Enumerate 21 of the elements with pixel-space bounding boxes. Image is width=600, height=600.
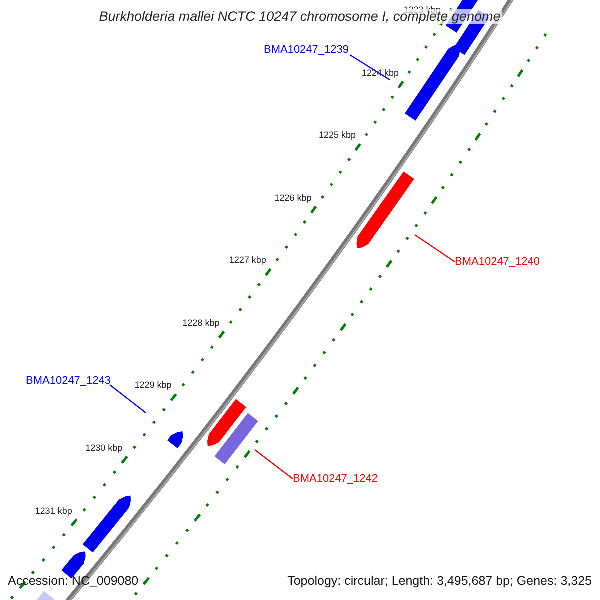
scale-label: 1231 kbp [35, 506, 72, 516]
leader-line [414, 234, 456, 262]
leader-line [110, 384, 146, 414]
gene-feature [214, 413, 258, 464]
scale-label: 1226 kbp [274, 192, 312, 203]
scale-label: 1230 kbp [86, 443, 123, 453]
scale-label: 1227 kbp [229, 255, 266, 266]
scale-label: 1229 kbp [134, 380, 172, 390]
gene-label: BMA10247_1242 [293, 473, 378, 485]
gene-feature [405, 44, 460, 121]
gene-feature [356, 172, 414, 249]
gene-label: BMA10247_1239 [264, 44, 349, 56]
gene-label: BMA10247_1243 [26, 375, 112, 387]
gene-feature [208, 399, 246, 446]
gene-feature [82, 496, 131, 553]
genome-info: Topology: circular; Length: 3,495,687 bp; Genes: 3,325 [288, 574, 592, 589]
scale-label: 1225 kbp [319, 130, 356, 140]
gene-feature [168, 432, 184, 448]
gene-label: BMA10247_1240 [455, 256, 540, 268]
scale-label: 1228 kbp [182, 318, 220, 328]
leader-line [254, 450, 294, 480]
